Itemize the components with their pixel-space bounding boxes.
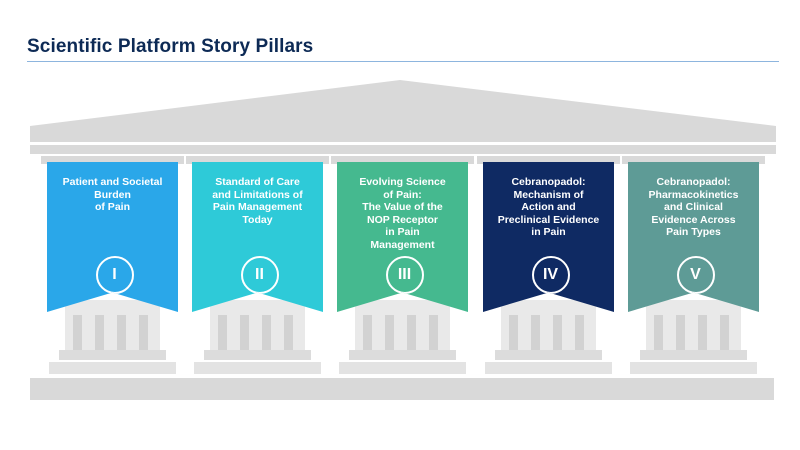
column-flute <box>363 315 372 350</box>
column-capital <box>477 156 620 164</box>
column-flute <box>117 315 126 350</box>
pillar-numeral: II <box>240 256 279 294</box>
column-plinth-upper <box>495 350 602 360</box>
column-flute <box>95 315 104 350</box>
column-flute <box>676 315 685 350</box>
pillar-text: Patient and Societal Burden of Pain <box>62 176 163 213</box>
pillar-text: Evolving Science of Pain: The Value of t… <box>359 176 446 251</box>
pillar-banner-3: Evolving Science of Pain: The Value of t… <box>337 162 468 312</box>
pillar-banner-2: Standard of Care and Limitations of Pain… <box>192 162 323 312</box>
column-flute <box>698 315 707 350</box>
column-flute <box>385 315 394 350</box>
pillar-text: Cebranopadol: Mechanism of Action and Pr… <box>497 176 600 238</box>
column-flute <box>553 315 562 350</box>
column-plinth-lower <box>194 362 321 374</box>
page-title: Scientific Platform Story Pillars <box>27 36 314 57</box>
pillar-banner-4: Cebranopadol: Mechanism of Action and Pr… <box>483 162 614 312</box>
column-plinth-upper <box>204 350 311 360</box>
column-flute <box>218 315 227 350</box>
column-capital <box>331 156 474 164</box>
pillar-numeral: IV <box>531 256 570 294</box>
title-divider <box>27 61 779 62</box>
pillar-text: Standard of Care and Limitations of Pain… <box>212 176 303 226</box>
column-flute <box>429 315 438 350</box>
column-flute <box>654 315 663 350</box>
column-flute <box>139 315 148 350</box>
temple-roof-band <box>30 145 776 154</box>
column-flute <box>531 315 540 350</box>
column-plinth-upper <box>349 350 456 360</box>
pillar-text: Cebranopadol: Pharmacokinetics and Clini… <box>648 176 739 238</box>
column-plinth-lower <box>485 362 612 374</box>
column-flute <box>73 315 82 350</box>
column-flute <box>262 315 271 350</box>
column-capital <box>622 156 765 164</box>
column-plinth-lower <box>339 362 466 374</box>
column-capital <box>41 156 184 164</box>
pillar-numeral: III <box>385 256 424 294</box>
column-plinth-upper <box>59 350 166 360</box>
column-plinth-upper <box>640 350 747 360</box>
column-flute <box>240 315 249 350</box>
pillar-banner-5: Cebranopadol: Pharmacokinetics and Clini… <box>628 162 759 312</box>
column-flute <box>575 315 584 350</box>
column-plinth-lower <box>49 362 176 374</box>
temple-roof <box>30 80 776 142</box>
column-capital <box>186 156 329 164</box>
column-plinth-lower <box>630 362 757 374</box>
pillar-numeral: V <box>676 256 715 294</box>
column-flute <box>407 315 416 350</box>
column-flute <box>284 315 293 350</box>
column-flute <box>720 315 729 350</box>
pillar-numeral: I <box>95 256 134 294</box>
column-flute <box>509 315 518 350</box>
temple-base <box>30 378 774 400</box>
